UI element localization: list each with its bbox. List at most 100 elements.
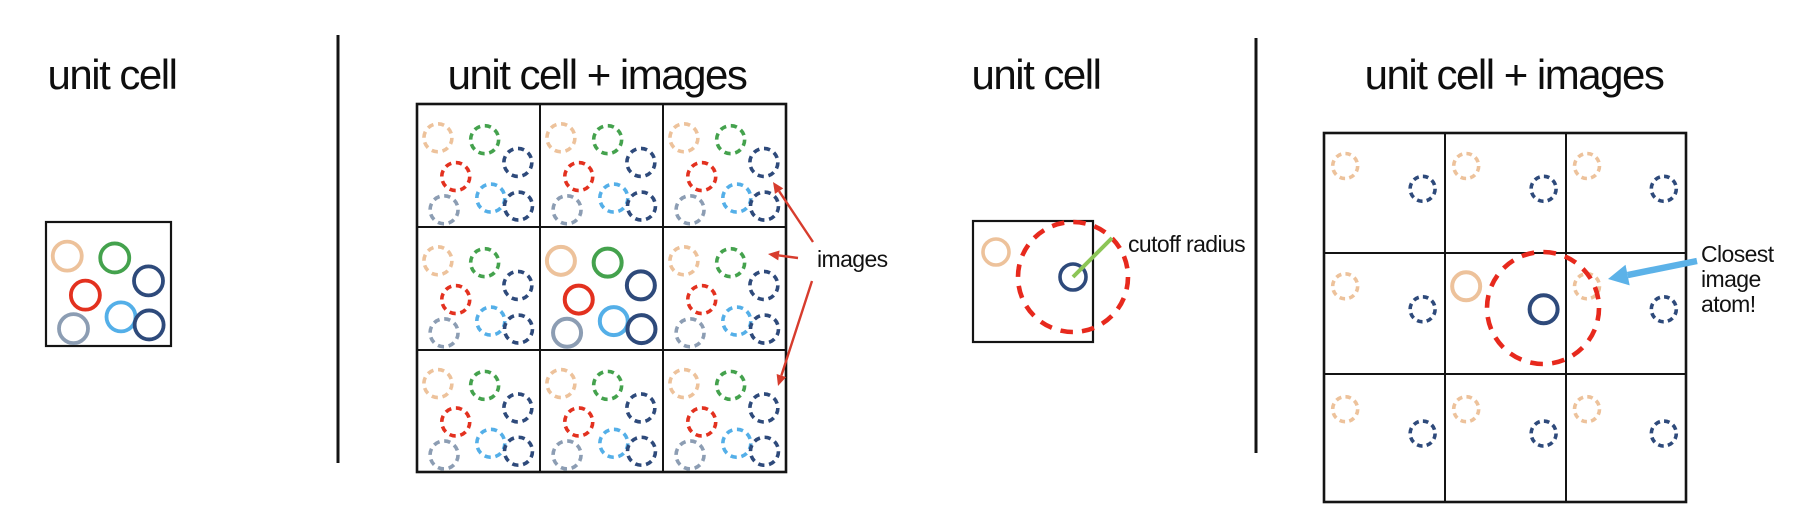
atom-image-dashed bbox=[668, 367, 700, 400]
atom-solid bbox=[551, 316, 584, 349]
atom-image-dashed bbox=[748, 435, 781, 468]
atom-image-dashed bbox=[597, 182, 630, 214]
atom-image-dashed bbox=[748, 146, 780, 179]
atom-image-dashed bbox=[674, 439, 706, 471]
closest-grid-border bbox=[1322, 131, 1688, 504]
images-grid-border bbox=[415, 102, 788, 474]
images-label: images bbox=[817, 246, 888, 272]
images-arrow-shaft bbox=[778, 254, 799, 260]
atom-solid bbox=[597, 305, 630, 338]
atom-image-dashed bbox=[591, 369, 624, 402]
atom-image-dashed bbox=[1330, 394, 1360, 424]
cutoff-radius-label: cutoff radius bbox=[1128, 231, 1246, 257]
atom-image-dashed bbox=[474, 182, 507, 214]
panel4-title: unit cell + images bbox=[1364, 51, 1665, 98]
atom-solid bbox=[625, 313, 658, 346]
atom-image-dashed bbox=[668, 122, 700, 154]
atom-image-dashed bbox=[1572, 394, 1602, 424]
atom-image-dashed bbox=[1330, 151, 1360, 181]
atom-image-dashed bbox=[674, 193, 706, 226]
atom-image-dashed bbox=[714, 369, 747, 402]
atom-solid bbox=[1058, 262, 1088, 292]
atom-image-dashed bbox=[502, 313, 535, 345]
atom-image-dashed bbox=[1649, 294, 1679, 324]
atom-image-dashed bbox=[502, 392, 534, 424]
atom-solid bbox=[624, 269, 657, 302]
atom-image-dashed bbox=[428, 439, 460, 471]
atom-image-dashed bbox=[551, 439, 583, 471]
atom-image-dashed bbox=[625, 435, 658, 468]
images-arrow-shaft bbox=[778, 190, 814, 243]
atom-image-dashed bbox=[748, 392, 780, 424]
atom-solid bbox=[591, 246, 624, 279]
unit-cell-box bbox=[971, 219, 1095, 344]
atom-image-dashed bbox=[439, 406, 472, 438]
atom-image-dashed bbox=[1572, 271, 1602, 301]
atom-image-dashed bbox=[474, 305, 507, 337]
atom-image-dashed bbox=[422, 367, 454, 400]
atom-image-dashed bbox=[591, 123, 624, 156]
atom-image-dashed bbox=[714, 246, 747, 279]
atom-image-dashed bbox=[468, 369, 501, 402]
atom-image-dashed bbox=[720, 427, 753, 460]
cutoff-radius-ring bbox=[1015, 219, 1131, 335]
atom-solid bbox=[544, 244, 577, 277]
closest-image-arrow-head bbox=[1608, 264, 1630, 286]
atom-image-dashed bbox=[1649, 419, 1679, 448]
atom-image-dashed bbox=[685, 283, 718, 316]
images-arrow-head bbox=[768, 250, 780, 261]
atom-image-dashed bbox=[1408, 174, 1437, 204]
closest-image-arrow-shaft bbox=[1626, 257, 1698, 279]
unit-cell-box bbox=[44, 220, 173, 348]
atom-image-dashed bbox=[428, 316, 460, 349]
atom-image-dashed bbox=[1529, 174, 1558, 204]
atom-image-dashed bbox=[1451, 151, 1481, 181]
atom-image-dashed bbox=[422, 245, 454, 277]
atom-image-dashed bbox=[474, 427, 507, 460]
atom-solid bbox=[68, 278, 102, 312]
atom-solid bbox=[104, 300, 138, 334]
atom-image-dashed bbox=[562, 406, 595, 438]
atom-image-dashed bbox=[1529, 419, 1558, 448]
atom-solid bbox=[50, 239, 84, 273]
atom-image-dashed bbox=[625, 392, 657, 424]
atom-image-dashed bbox=[714, 123, 747, 156]
atom-image-dashed bbox=[468, 123, 501, 156]
atom-image-dashed bbox=[685, 406, 718, 438]
atom-image-dashed bbox=[502, 146, 534, 179]
atom-image-dashed bbox=[545, 122, 577, 154]
atom-solid bbox=[981, 237, 1011, 267]
atom-solid bbox=[132, 308, 166, 342]
atom-image-dashed bbox=[551, 193, 583, 226]
atom-solid bbox=[562, 283, 595, 316]
closest-image-atom-label: Closest image atom! bbox=[1701, 241, 1774, 317]
images-arrow-head bbox=[773, 182, 784, 194]
atom-image-dashed bbox=[1649, 174, 1679, 204]
atom-image-dashed bbox=[502, 435, 535, 468]
atom-image-dashed bbox=[625, 146, 657, 179]
atom-image-dashed bbox=[545, 367, 577, 400]
atom-solid bbox=[132, 264, 165, 298]
atom-image-dashed bbox=[748, 313, 781, 345]
panel2-title: unit cell + images bbox=[447, 51, 748, 98]
atom-image-dashed bbox=[562, 160, 595, 193]
atom-image-dashed bbox=[1408, 294, 1437, 324]
atom-image-dashed bbox=[1408, 419, 1437, 448]
atom-image-dashed bbox=[748, 269, 780, 302]
atom-image-dashed bbox=[422, 122, 454, 154]
atom-image-dashed bbox=[625, 190, 658, 222]
atom-image-dashed bbox=[597, 427, 630, 460]
atom-solid bbox=[1450, 270, 1483, 303]
atom-image-dashed bbox=[674, 316, 706, 349]
atom-image-dashed bbox=[685, 160, 718, 193]
atom-image-dashed bbox=[502, 190, 535, 222]
atom-solid bbox=[57, 312, 90, 346]
atom-image-dashed bbox=[439, 283, 472, 316]
atom-image-dashed bbox=[1572, 151, 1602, 181]
atom-image-dashed bbox=[1451, 394, 1481, 424]
panel1-title: unit cell bbox=[47, 51, 178, 98]
atom-image-dashed bbox=[502, 269, 534, 302]
atom-image-dashed bbox=[428, 193, 460, 226]
